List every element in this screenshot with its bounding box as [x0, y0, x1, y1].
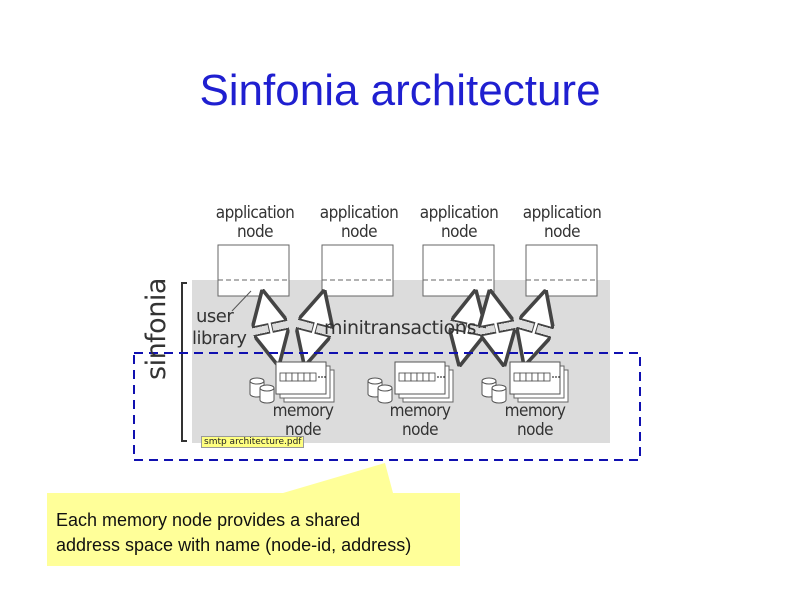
file-tag: smtp architecture.pdf	[201, 436, 305, 448]
callout-shape	[47, 463, 460, 566]
memory-node-label-line1: memory	[504, 401, 566, 421]
app-node-label-line2: node	[340, 222, 378, 242]
memory-tier-dashed-box	[133, 352, 641, 461]
user-library-label: user library	[192, 306, 247, 350]
minitransactions-label: minitransactions	[324, 317, 476, 339]
app-node-box-4	[525, 244, 598, 297]
sinfonia-label: sinfonia	[141, 278, 172, 380]
memory-node-2	[367, 361, 454, 404]
app-node-box-3	[422, 244, 495, 297]
user-library-line2: library	[192, 328, 247, 349]
user-library-pointer	[231, 290, 252, 312]
app-node-label-4: application node	[513, 204, 612, 242]
memory-node-label-line2: node	[401, 420, 439, 440]
memory-node-1	[249, 361, 335, 404]
app-node-label-3: application node	[410, 204, 509, 242]
app-node-label-2: application node	[310, 204, 409, 242]
slide-title: Sinfonia architecture	[199, 66, 601, 115]
memory-node-3	[481, 361, 569, 404]
sinfonia-bracket	[181, 282, 187, 442]
app-node-label-line2: node	[440, 222, 478, 242]
memory-node-label-line2: node	[516, 420, 554, 440]
app-node-box-2	[321, 244, 394, 297]
memory-node-label-line1: memory	[389, 401, 451, 421]
memory-node-label-line1: memory	[272, 401, 334, 421]
callout-line2: address space with name (node-id, addres…	[56, 535, 412, 555]
memory-node-label-3: memory node	[490, 402, 580, 440]
app-node-box-1	[217, 244, 290, 297]
callout-text: Each memory node provides a shared addre…	[56, 508, 456, 558]
app-node-label-line1: application	[319, 203, 399, 223]
app-node-label-line2: node	[236, 222, 274, 242]
memory-node-label-1: memory node	[258, 402, 348, 440]
callout-line1: Each memory node provides a shared	[56, 510, 361, 530]
memory-node-label-2: memory node	[375, 402, 465, 440]
memory-node-label-line2: node	[284, 420, 322, 440]
user-library-line1: user	[196, 306, 234, 327]
app-node-label-line1: application	[215, 203, 295, 223]
app-node-label-1: application node	[206, 204, 305, 242]
app-node-label-line2: node	[543, 222, 581, 242]
app-node-label-line1: application	[419, 203, 499, 223]
app-node-label-line1: application	[522, 203, 602, 223]
